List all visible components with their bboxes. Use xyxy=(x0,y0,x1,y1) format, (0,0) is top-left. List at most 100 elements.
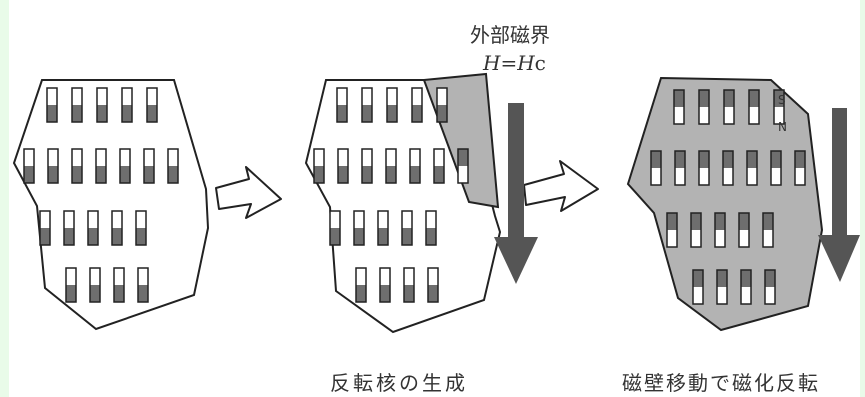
grain-group xyxy=(12,72,824,334)
field-h-left: H xyxy=(482,51,501,75)
magnet-pole-top xyxy=(404,268,414,285)
magnet-outline xyxy=(698,150,710,186)
magnet-outline xyxy=(748,89,760,125)
magnet-pole-top xyxy=(774,90,784,107)
magnet-outline xyxy=(764,269,776,305)
magnet-pole-bottom xyxy=(667,230,677,247)
magnet xyxy=(764,269,776,305)
magnet-pole-bottom xyxy=(314,166,324,183)
magnet-pole-top xyxy=(426,211,436,228)
magnet-outline xyxy=(436,87,448,123)
magnet-pole-top xyxy=(674,90,684,107)
magnet-outline xyxy=(674,150,686,186)
magnet-pole-bottom xyxy=(691,230,701,247)
magnet-outline xyxy=(135,210,147,246)
magnet-pole-top xyxy=(88,211,98,228)
magnet xyxy=(690,212,702,248)
magnet xyxy=(361,148,373,184)
grain-reversed xyxy=(626,76,824,332)
magnet xyxy=(762,212,774,248)
magnet xyxy=(137,267,149,303)
magnet xyxy=(716,269,728,305)
magnet-pole-top xyxy=(428,268,438,285)
magnet xyxy=(65,267,77,303)
magnet-pole-top xyxy=(24,149,34,166)
magnet-outline xyxy=(773,89,785,125)
magnet-pole-bottom xyxy=(114,285,124,302)
magnet-pole-top xyxy=(723,151,733,168)
magnet-pole-bottom xyxy=(380,285,390,302)
magnet-outline xyxy=(427,267,439,303)
magnet xyxy=(692,269,704,305)
magnet-pole-top xyxy=(48,149,58,166)
magnet-outline xyxy=(379,267,391,303)
magnet-pole-bottom xyxy=(144,166,154,183)
magnet-pole-bottom xyxy=(763,230,773,247)
magnet xyxy=(723,89,735,125)
magnet-outline xyxy=(63,210,75,246)
magnet xyxy=(119,148,131,184)
magnet-pole-top xyxy=(651,151,661,168)
magnet xyxy=(313,148,325,184)
step-arrow-group xyxy=(215,160,599,219)
magnet xyxy=(773,89,785,125)
magnet xyxy=(146,87,158,123)
magnet-pole-top xyxy=(795,151,805,168)
magnet-pole-top xyxy=(434,149,444,166)
magnet xyxy=(71,148,83,184)
field-title: 外部磁界 xyxy=(470,23,550,47)
magnet xyxy=(650,150,662,186)
magnet-pole-bottom xyxy=(699,168,709,185)
magnet-outline xyxy=(329,210,341,246)
magnet xyxy=(794,150,806,186)
magnet-pole-top xyxy=(66,268,76,285)
magnet-pole-top xyxy=(749,90,759,107)
magnet-pole-bottom xyxy=(387,105,397,122)
magnet-pole-bottom xyxy=(97,105,107,122)
magnet xyxy=(401,210,413,246)
magnet-outline xyxy=(716,269,728,305)
magnet xyxy=(113,267,125,303)
magnet-outline xyxy=(457,148,469,184)
magnet xyxy=(674,150,686,186)
magnet-pole-top xyxy=(667,213,677,230)
magnet-pole-top xyxy=(64,211,74,228)
magnet xyxy=(47,148,59,184)
magnet xyxy=(71,87,83,123)
field-h-right: H xyxy=(516,51,535,75)
magnet-pole-bottom xyxy=(749,107,759,124)
magnet-pole-bottom xyxy=(675,168,685,185)
magnet-pole-bottom xyxy=(651,168,661,185)
magnet-pole-top xyxy=(168,149,178,166)
magnet-pole-bottom xyxy=(386,166,396,183)
magnet-pole-bottom xyxy=(40,228,50,245)
magnet-pole-bottom xyxy=(434,166,444,183)
magnet xyxy=(748,89,760,125)
magnet-pole-bottom xyxy=(402,228,412,245)
magnet-outline xyxy=(361,148,373,184)
magnet-pole-bottom xyxy=(723,168,733,185)
magnet-pole-top xyxy=(741,270,751,287)
magnet-pole-bottom xyxy=(795,168,805,185)
magnet-outline xyxy=(794,150,806,186)
magnet-pole-bottom xyxy=(699,107,709,124)
magnet-outline xyxy=(137,267,149,303)
magnet-pole-top xyxy=(314,149,324,166)
magnet-outline xyxy=(692,269,704,305)
magnet-outline xyxy=(738,212,750,248)
magnet-pole-bottom xyxy=(674,107,684,124)
magnet xyxy=(738,212,750,248)
magnet xyxy=(698,89,710,125)
magnet-pole-bottom xyxy=(693,287,703,304)
magnet-pole-top xyxy=(72,149,82,166)
magnet xyxy=(427,267,439,303)
magnet xyxy=(385,148,397,184)
magnet-pole-bottom xyxy=(66,285,76,302)
magnet-pole-bottom xyxy=(378,228,388,245)
magnet-pole-bottom xyxy=(771,168,781,185)
magnet-outline xyxy=(23,148,35,184)
magnet-outline xyxy=(714,212,726,248)
magnet-pole-top xyxy=(362,88,372,105)
magnet-outline xyxy=(113,267,125,303)
magnet xyxy=(411,87,423,123)
